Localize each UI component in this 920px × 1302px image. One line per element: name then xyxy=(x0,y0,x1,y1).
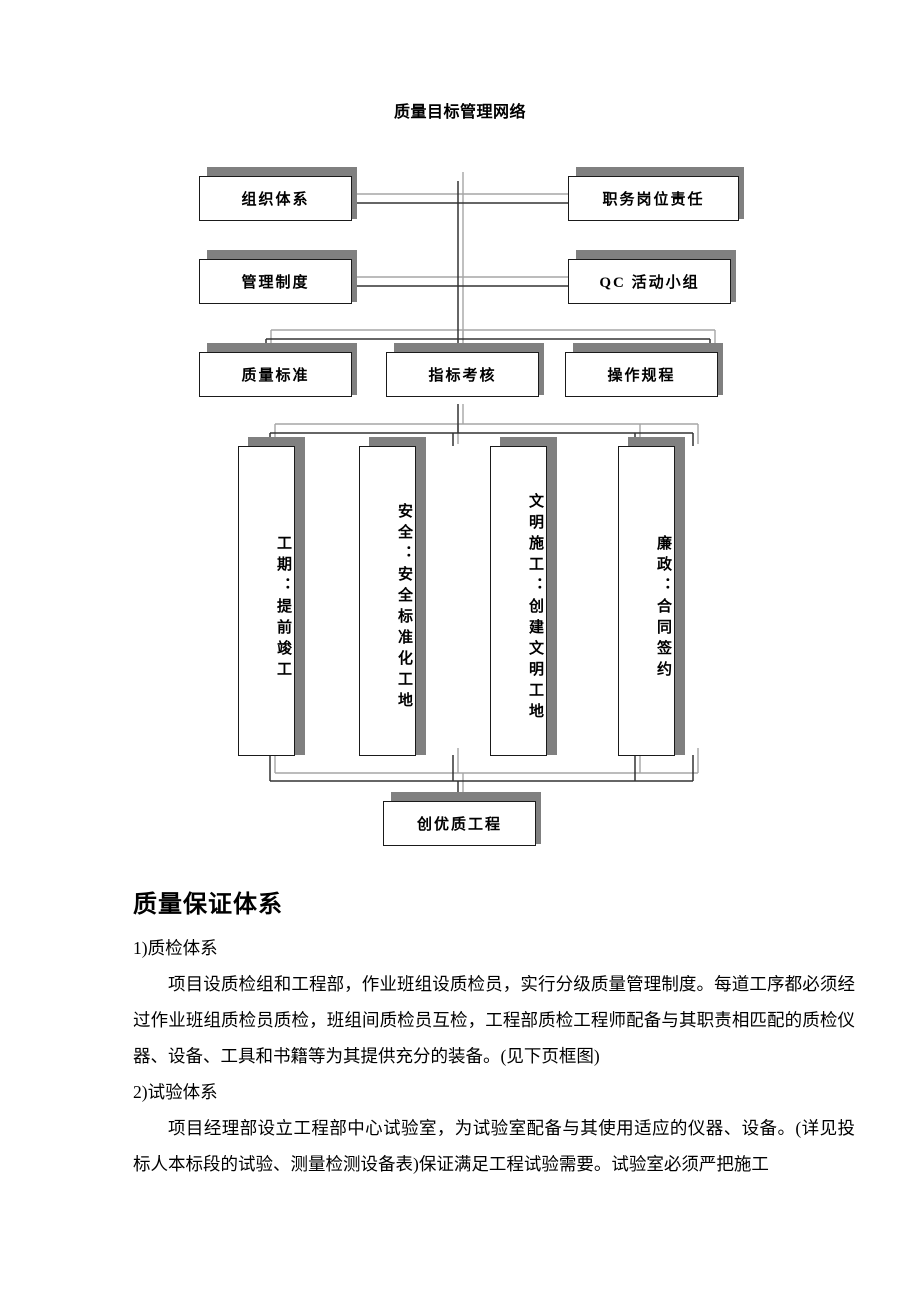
quality-goal-management-network-diagram: 组织体系 职务岗位责任 管理制度 QC 活动小组 质量标准 指标考核 操作规程 … xyxy=(199,167,744,846)
node-duty-post-responsibility[interactable]: 职务岗位责任 xyxy=(568,176,739,221)
paragraph-body-1: 项目设质检组和工程部，作业班组设质检员，实行分级质量管理制度。每道工序都必须经过… xyxy=(133,974,855,1066)
page-title: 质量目标管理网络 xyxy=(393,104,526,121)
node-duration[interactable]: 工期：提前竣工 xyxy=(238,446,295,756)
node-management-system[interactable]: 管理制度 xyxy=(199,259,352,304)
node-org-system[interactable]: 组织体系 xyxy=(199,176,352,221)
body-text: 1)质检体系 项目设质检组和工程部，作业班组设质检员，实行分级质量管理制度。每道… xyxy=(133,930,855,1182)
paragraph-label-1: 1)质检体系 xyxy=(133,938,218,958)
diagram-connectors xyxy=(265,172,731,801)
node-index-assessment[interactable]: 指标考核 xyxy=(386,352,539,397)
node-operation-regulation[interactable]: 操作规程 xyxy=(565,352,718,397)
node-integrity[interactable]: 廉政：合同签约 xyxy=(618,446,675,756)
section-heading-quality-assurance-system: 质量保证体系 xyxy=(133,891,283,918)
node-qc-group[interactable]: QC 活动小组 xyxy=(568,259,731,304)
paragraph-body-2: 项目经理部设立工程部中心试验室，为试验室配备与其使用适应的仪器、设备。(详见投标… xyxy=(133,1118,855,1174)
paragraph-label-2: 2)试验体系 xyxy=(133,1082,218,1102)
node-civilized-construction[interactable]: 文明施工：创建文明工地 xyxy=(490,446,547,756)
node-quality-standard[interactable]: 质量标准 xyxy=(199,352,352,397)
node-quality-project[interactable]: 创优质工程 xyxy=(383,801,536,846)
node-safety[interactable]: 安全：安全标准化工地 xyxy=(359,446,416,756)
